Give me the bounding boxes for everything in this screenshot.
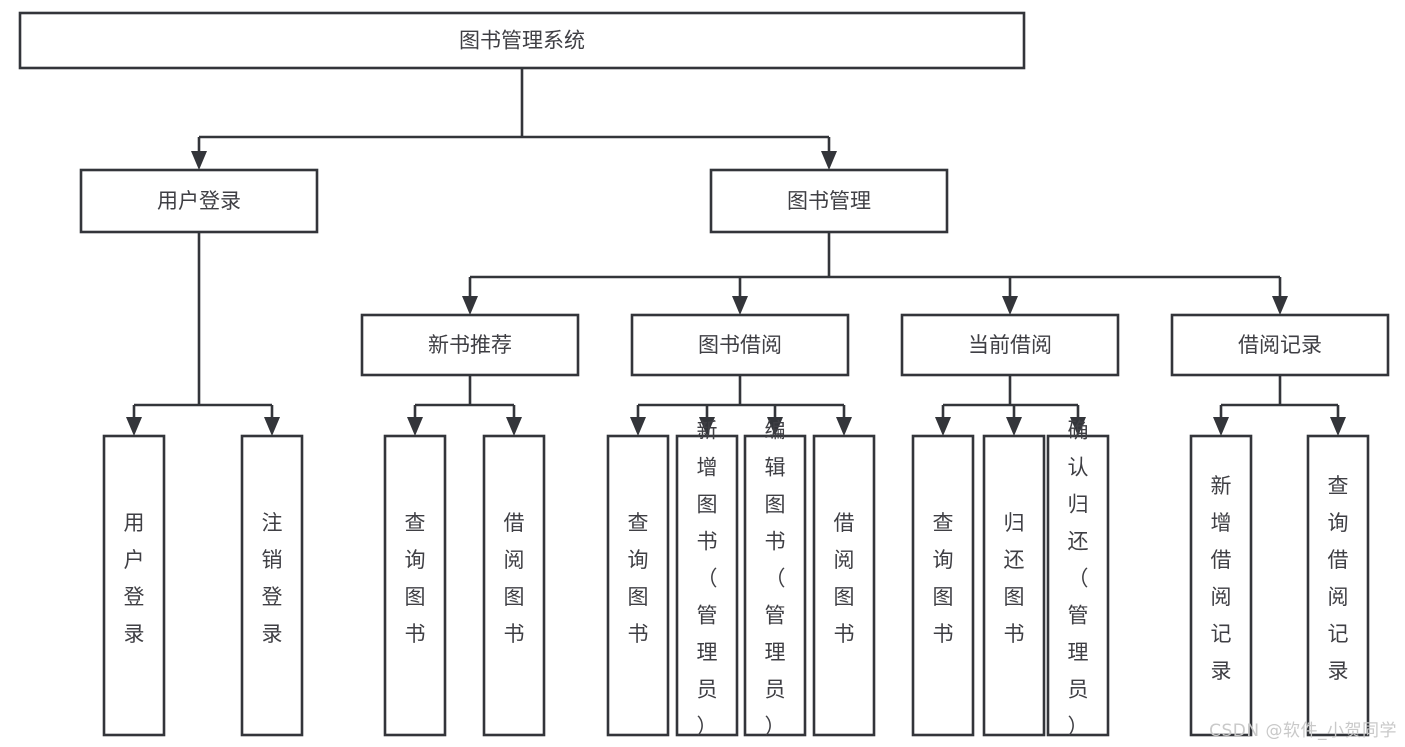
nodes-layer: 图书管理系统用户登录图书管理新书推荐图书借阅当前借阅借阅记录用户登录注销登录查询… <box>18 11 1390 739</box>
node-box-book-borrow <box>630 313 850 377</box>
node-label-book-management: 图书管理 <box>787 189 871 213</box>
arrow-new-book-recommend-1-head <box>506 417 522 436</box>
node-box-leaf-query-record <box>1306 434 1370 737</box>
node-box-leaf-add-record <box>1189 434 1253 737</box>
node-root[interactable]: 图书管理系统 <box>18 11 1026 70</box>
node-box-current-borrow <box>900 313 1120 377</box>
node-label-leaf-user-login: 用户登录 <box>124 511 145 646</box>
node-leaf-add-book[interactable]: 新增图书（管理员） <box>675 419 739 739</box>
node-leaf-return-book[interactable]: 归还图书 <box>982 434 1046 737</box>
node-label-new-book-recommend: 新书推荐 <box>428 333 512 357</box>
node-book-borrow[interactable]: 图书借阅 <box>630 313 850 377</box>
node-label-leaf-borrow-book: 借阅图书 <box>834 511 855 646</box>
connectors-layer <box>126 68 1346 436</box>
node-label-root: 图书管理系统 <box>459 29 585 53</box>
arrow-l3-2-head <box>1002 296 1018 315</box>
node-label-leaf-borrow-book-rec: 借阅图书 <box>504 511 525 646</box>
arrow-book-borrow-3-head <box>836 417 852 436</box>
node-borrow-record[interactable]: 借阅记录 <box>1170 313 1390 377</box>
arrow-current-borrow-1-head <box>1006 417 1022 436</box>
node-current-borrow[interactable]: 当前借阅 <box>900 313 1120 377</box>
arrow-user-login-1-head <box>264 417 280 436</box>
node-box-leaf-query-book-current <box>911 434 975 737</box>
node-label-leaf-query-book-borrow: 查询图书 <box>628 511 649 646</box>
arrow-user-login-0-head <box>126 417 142 436</box>
node-label-leaf-logout: 注销登录 <box>262 511 283 646</box>
arrow-l3-1-head <box>732 296 748 315</box>
node-box-leaf-edit-book <box>743 434 807 737</box>
node-label-leaf-query-book-current: 查询图书 <box>933 511 954 646</box>
node-leaf-borrow-book-rec[interactable]: 借阅图书 <box>482 434 546 737</box>
node-book-management[interactable]: 图书管理 <box>709 168 949 234</box>
node-label-current-borrow: 当前借阅 <box>968 333 1052 357</box>
node-box-leaf-confirm-return <box>1046 434 1110 737</box>
node-box-leaf-return-book <box>982 434 1046 737</box>
arrow-borrow-record-1-head <box>1330 417 1346 436</box>
node-label-leaf-confirm-return: 确认归还（管理员） <box>1068 419 1089 739</box>
node-leaf-user-login[interactable]: 用户登录 <box>102 434 166 737</box>
node-label-leaf-query-record: 查询借阅记录 <box>1328 474 1349 683</box>
node-label-book-borrow: 图书借阅 <box>698 333 782 357</box>
node-new-book-recommend[interactable]: 新书推荐 <box>360 313 580 377</box>
arrow-l2-0-head <box>191 151 207 170</box>
arrow-l3-0-head <box>462 296 478 315</box>
arrow-l2-1-head <box>821 151 837 170</box>
node-box-borrow-record <box>1170 313 1390 377</box>
node-leaf-query-book-borrow[interactable]: 查询图书 <box>606 434 670 737</box>
arrow-borrow-record-0-head <box>1213 417 1229 436</box>
node-label-user-login: 用户登录 <box>157 189 241 213</box>
arrow-book-borrow-0-head <box>630 417 646 436</box>
node-box-leaf-user-login <box>102 434 166 737</box>
node-box-user-login <box>79 168 319 234</box>
node-leaf-query-record[interactable]: 查询借阅记录 <box>1306 434 1370 737</box>
node-leaf-borrow-book[interactable]: 借阅图书 <box>812 434 876 737</box>
node-box-leaf-borrow-book <box>812 434 876 737</box>
node-label-leaf-query-book-rec: 查询图书 <box>405 511 426 646</box>
node-leaf-edit-book[interactable]: 编辑图书（管理员） <box>743 419 807 739</box>
node-leaf-query-book-rec[interactable]: 查询图书 <box>383 434 447 737</box>
node-label-leaf-edit-book: 编辑图书（管理员） <box>765 419 786 739</box>
node-box-leaf-query-book-borrow <box>606 434 670 737</box>
arrow-book-borrow-1-head <box>699 417 715 436</box>
arrow-current-borrow-0-head <box>935 417 951 436</box>
node-box-leaf-logout <box>240 434 304 737</box>
arrow-l3-3-head <box>1272 296 1288 315</box>
arrow-new-book-recommend-0-head <box>407 417 423 436</box>
node-box-leaf-query-book-rec <box>383 434 447 737</box>
node-leaf-confirm-return[interactable]: 确认归还（管理员） <box>1046 419 1110 739</box>
node-label-leaf-add-record: 新增借阅记录 <box>1211 474 1232 683</box>
node-box-book-management <box>709 168 949 234</box>
node-box-leaf-add-book <box>675 434 739 737</box>
node-label-borrow-record: 借阅记录 <box>1238 333 1322 357</box>
node-label-leaf-return-book: 归还图书 <box>1004 511 1025 646</box>
arrow-book-borrow-2-head <box>767 417 783 436</box>
node-leaf-add-record[interactable]: 新增借阅记录 <box>1189 434 1253 737</box>
node-leaf-query-book-current[interactable]: 查询图书 <box>911 434 975 737</box>
node-box-root <box>18 11 1026 70</box>
arrow-current-borrow-2-head <box>1070 417 1086 436</box>
node-box-new-book-recommend <box>360 313 580 377</box>
node-box-leaf-borrow-book-rec <box>482 434 546 737</box>
node-user-login[interactable]: 用户登录 <box>79 168 319 234</box>
node-label-leaf-add-book: 新增图书（管理员） <box>697 419 718 739</box>
node-leaf-logout[interactable]: 注销登录 <box>240 434 304 737</box>
